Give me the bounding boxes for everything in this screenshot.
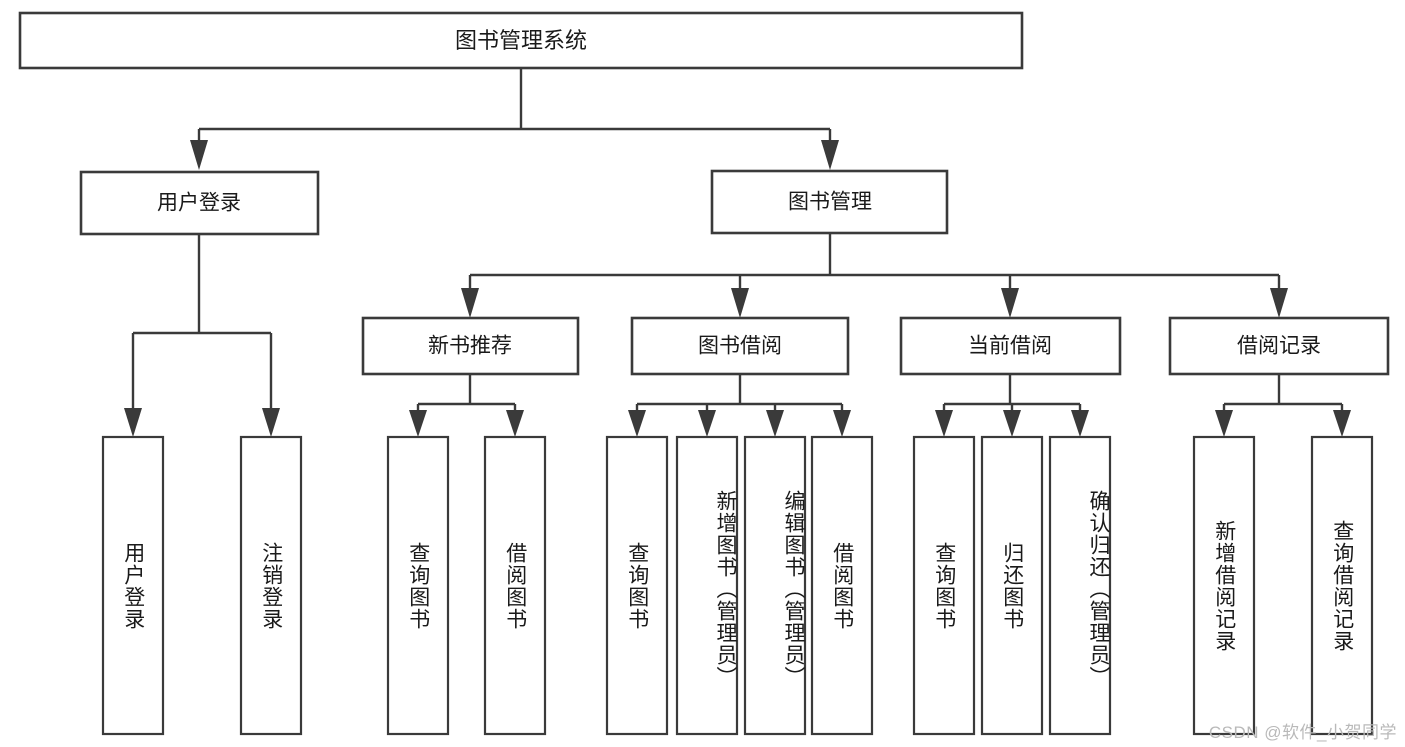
node-user-login-label: 用户登录 bbox=[157, 192, 241, 215]
node-current-borrow-label: 当前借阅 bbox=[968, 335, 1052, 358]
node-leaf-query-book-1[interactable] bbox=[386, 435, 450, 736]
node-leaf-query-book-2[interactable] bbox=[605, 435, 669, 736]
node-leaf-query-record[interactable] bbox=[1310, 435, 1374, 736]
node-user-login[interactable] bbox=[79, 170, 320, 236]
node-leaf-query-book-3[interactable] bbox=[912, 435, 976, 736]
arrow-to-leaf-confirm-return bbox=[1071, 410, 1089, 437]
node-borrow-record[interactable] bbox=[1168, 316, 1390, 376]
arrow-to-new-book bbox=[461, 288, 479, 318]
node-root[interactable] bbox=[18, 11, 1024, 70]
node-leaf-logout[interactable] bbox=[239, 435, 303, 736]
arrow-to-book-manage bbox=[821, 140, 839, 170]
arrow-to-leaf-query-book-2 bbox=[628, 410, 646, 437]
node-book-manage[interactable] bbox=[710, 169, 949, 235]
node-root-label: 图书管理系统 bbox=[455, 28, 587, 53]
arrow-to-leaf-add-record bbox=[1215, 410, 1233, 437]
connectors-layer bbox=[124, 68, 1351, 437]
node-book-borrow-label: 图书借阅 bbox=[698, 335, 782, 358]
node-leaf-borrow-book-2[interactable] bbox=[810, 435, 874, 736]
node-leaf-borrow-book-1[interactable] bbox=[483, 435, 547, 736]
node-leaf-confirm-return[interactable] bbox=[1048, 435, 1112, 736]
arrow-to-leaf-borrow-book-2 bbox=[833, 410, 851, 437]
arrow-to-leaf-logout bbox=[262, 408, 280, 437]
node-current-borrow[interactable] bbox=[899, 316, 1122, 376]
node-leaf-add-record[interactable] bbox=[1192, 435, 1256, 736]
arrow-to-leaf-add-book bbox=[698, 410, 716, 437]
arrow-to-current-borrow bbox=[1001, 288, 1019, 318]
node-leaf-user-login[interactable] bbox=[101, 435, 165, 736]
watermark-text: CSDN @软件_小贺同学 bbox=[1208, 723, 1397, 742]
arrow-to-leaf-return-book bbox=[1003, 410, 1021, 437]
arrow-to-leaf-query-book-3 bbox=[935, 410, 953, 437]
node-leaf-return-book[interactable] bbox=[980, 435, 1044, 736]
node-new-book-recommend-label: 新书推荐 bbox=[428, 335, 512, 358]
arrow-to-leaf-query-record bbox=[1333, 410, 1351, 437]
arrow-to-leaf-user-login bbox=[124, 408, 142, 437]
arrow-to-leaf-borrow-book-1 bbox=[506, 410, 524, 437]
node-book-manage-label: 图书管理 bbox=[788, 191, 872, 214]
arrow-to-borrow-record bbox=[1270, 288, 1288, 318]
node-new-book-recommend[interactable] bbox=[361, 316, 580, 376]
node-borrow-record-label: 借阅记录 bbox=[1237, 335, 1321, 358]
arrow-to-leaf-edit-book bbox=[766, 410, 784, 437]
arrow-to-user-login bbox=[190, 140, 208, 170]
node-leaf-edit-book[interactable] bbox=[743, 435, 807, 736]
node-leaf-add-book[interactable] bbox=[675, 435, 739, 736]
nodes-layer: 图书管理系统 用户登录 图书管理 新书推荐 图书借阅 当前借阅 借阅记录 bbox=[18, 11, 1390, 736]
arrow-to-book-borrow bbox=[731, 288, 749, 318]
arrow-to-leaf-query-book-1 bbox=[409, 410, 427, 437]
node-book-borrow[interactable] bbox=[630, 316, 850, 376]
